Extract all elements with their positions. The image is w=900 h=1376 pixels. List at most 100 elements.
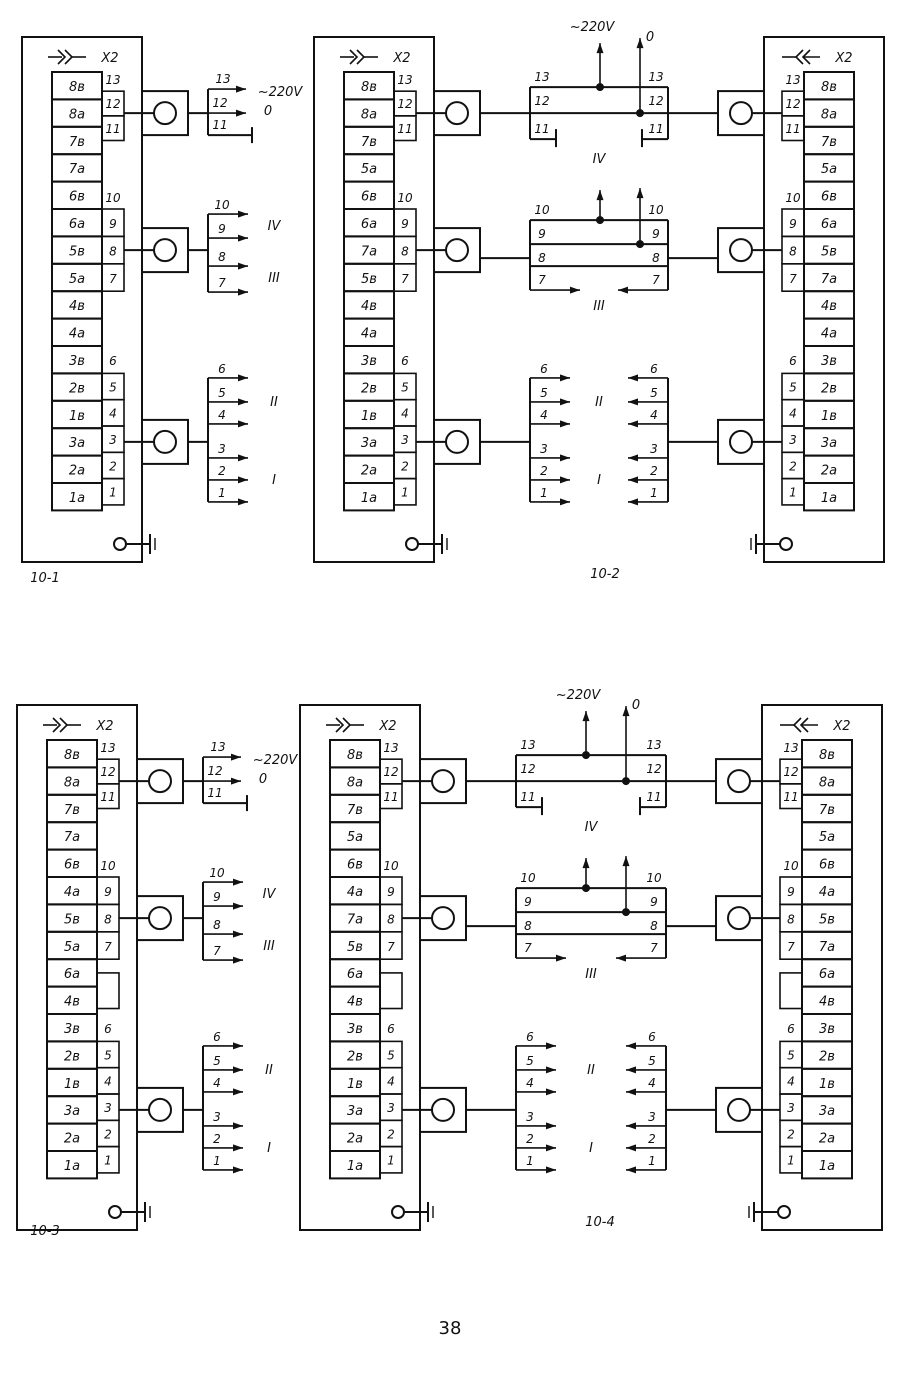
terminal-label: 2 [789,459,797,473]
wire-number: 11 [520,790,535,804]
connector-left-10-2: X28в8а7в5а6в6а7а5в4в4а3в2в1в3а2а1а131211… [313,36,481,563]
arrow-3-head [233,1122,243,1130]
arrow-in-1-head [626,1166,636,1174]
wire-number: 5 [540,386,548,400]
pin-label: 7а [347,912,363,927]
wire-number: 5 [218,386,226,400]
arrow-1-head [238,498,248,506]
arrow-4-head [238,420,248,428]
terminal-cell [779,1145,803,1174]
arrow-220v-head [596,43,604,54]
terminal-label: 8 [387,912,395,926]
pin-label: 4а [69,327,85,342]
pin-label: 1в [821,409,837,424]
wire-number: 13 [210,740,225,754]
terminal-label: 11 [105,122,120,136]
socket-chevron-icon [782,49,820,65]
pin-label: 1в [69,409,85,424]
figure-caption: 10-4 [585,1215,615,1230]
terminal-cell [781,477,805,506]
pin-label: 8в [347,748,363,763]
terminal-label: 9 [789,217,797,231]
terminal-label: 4 [104,1075,112,1089]
arrow-out-3-head [546,1122,556,1130]
wire-number: 3 [650,442,658,456]
ferrite-ring-icon [431,906,455,931]
pin-label: 8а [64,775,80,790]
ferrite-ring-icon [431,769,455,794]
terminal-label: 7 [104,940,112,954]
pin-label: 3а [819,1104,835,1119]
pin-label: 3а [69,436,85,451]
terminal-label: 9 [387,885,395,899]
terminal-label: 1 [401,486,409,500]
wire-number: 5 [526,1054,534,1068]
voltage-label: ~220V [556,688,602,703]
wire-number: 8 [218,250,226,264]
ferrite-ring-icon [445,429,469,454]
pin-label: 2в [821,381,837,396]
terminal-cell [379,930,403,960]
wire-number: 2 [213,1132,221,1146]
arrow-7-head [238,288,248,296]
arrow-1-head [233,1166,243,1174]
group-label-III: III [263,939,275,954]
wire-number: 12 [534,94,549,108]
pin-label: 8в [819,748,835,763]
socket-chevron-icon-chev1 [794,49,804,65]
terminal-label: 1 [789,486,797,500]
group-label-IV: IV [585,820,599,835]
terminal-label: 13 [783,741,798,755]
terminal-label: 4 [109,407,117,421]
terminal-label: 7 [387,940,395,954]
pin-label: 2в [64,1049,80,1064]
terminal-label: 9 [109,217,117,231]
terminal-cell [379,783,403,810]
terminal-cell [101,477,125,506]
ferrite-ring-icon [729,101,753,126]
wire-number: 8 [538,251,546,265]
wire-number: 2 [526,1132,534,1146]
wire-number: 7 [538,273,546,287]
pin-label: 2а [347,1132,363,1147]
wire-number: 10 [534,203,550,217]
wire-number: 6 [650,362,658,376]
empty-terminal [379,972,403,1010]
wire-number: 3 [540,442,548,456]
terminal-label: 4 [789,407,797,421]
terminal-label: 8 [104,912,112,926]
arrow-10-head [233,878,243,886]
connector-left-10-3: X28в8а7в7а6в4а5в5а6а4в3в2в1в3а2а1а131211… [16,704,184,1231]
terminal-cell [96,930,120,960]
pin-label: 7в [361,135,377,150]
pin-label: 8в [821,80,837,95]
terminal-label: 13 [100,741,115,755]
pin-label: 4в [347,995,363,1010]
pin-label: 1в [64,1077,80,1092]
pin-label: 2в [819,1049,835,1064]
arrow-out-2-head [546,1144,556,1152]
arrow-2-head [233,1144,243,1152]
wire-number: 12 [212,96,227,110]
group-label-III: III [268,271,280,286]
terminal-label: 8 [789,244,797,258]
ferrite-ring-icon [729,238,753,263]
pin-label: 5в [347,940,363,955]
wire-number: 3 [218,442,226,456]
arrow-2-head [238,476,248,484]
wire-number: 10 [646,871,662,885]
arrow-in-3-head [626,1122,636,1130]
group-label-IV: IV [268,219,282,234]
arrow-up-head [596,190,604,201]
plug-chevron-icon [43,717,81,733]
connector-frame [763,36,885,563]
connector-label: X2 [95,719,113,734]
pin-label: 6в [69,190,85,205]
wire-number: 2 [218,464,226,478]
terminal-label: 7 [109,272,117,286]
ground-icon-terminal [405,537,419,551]
